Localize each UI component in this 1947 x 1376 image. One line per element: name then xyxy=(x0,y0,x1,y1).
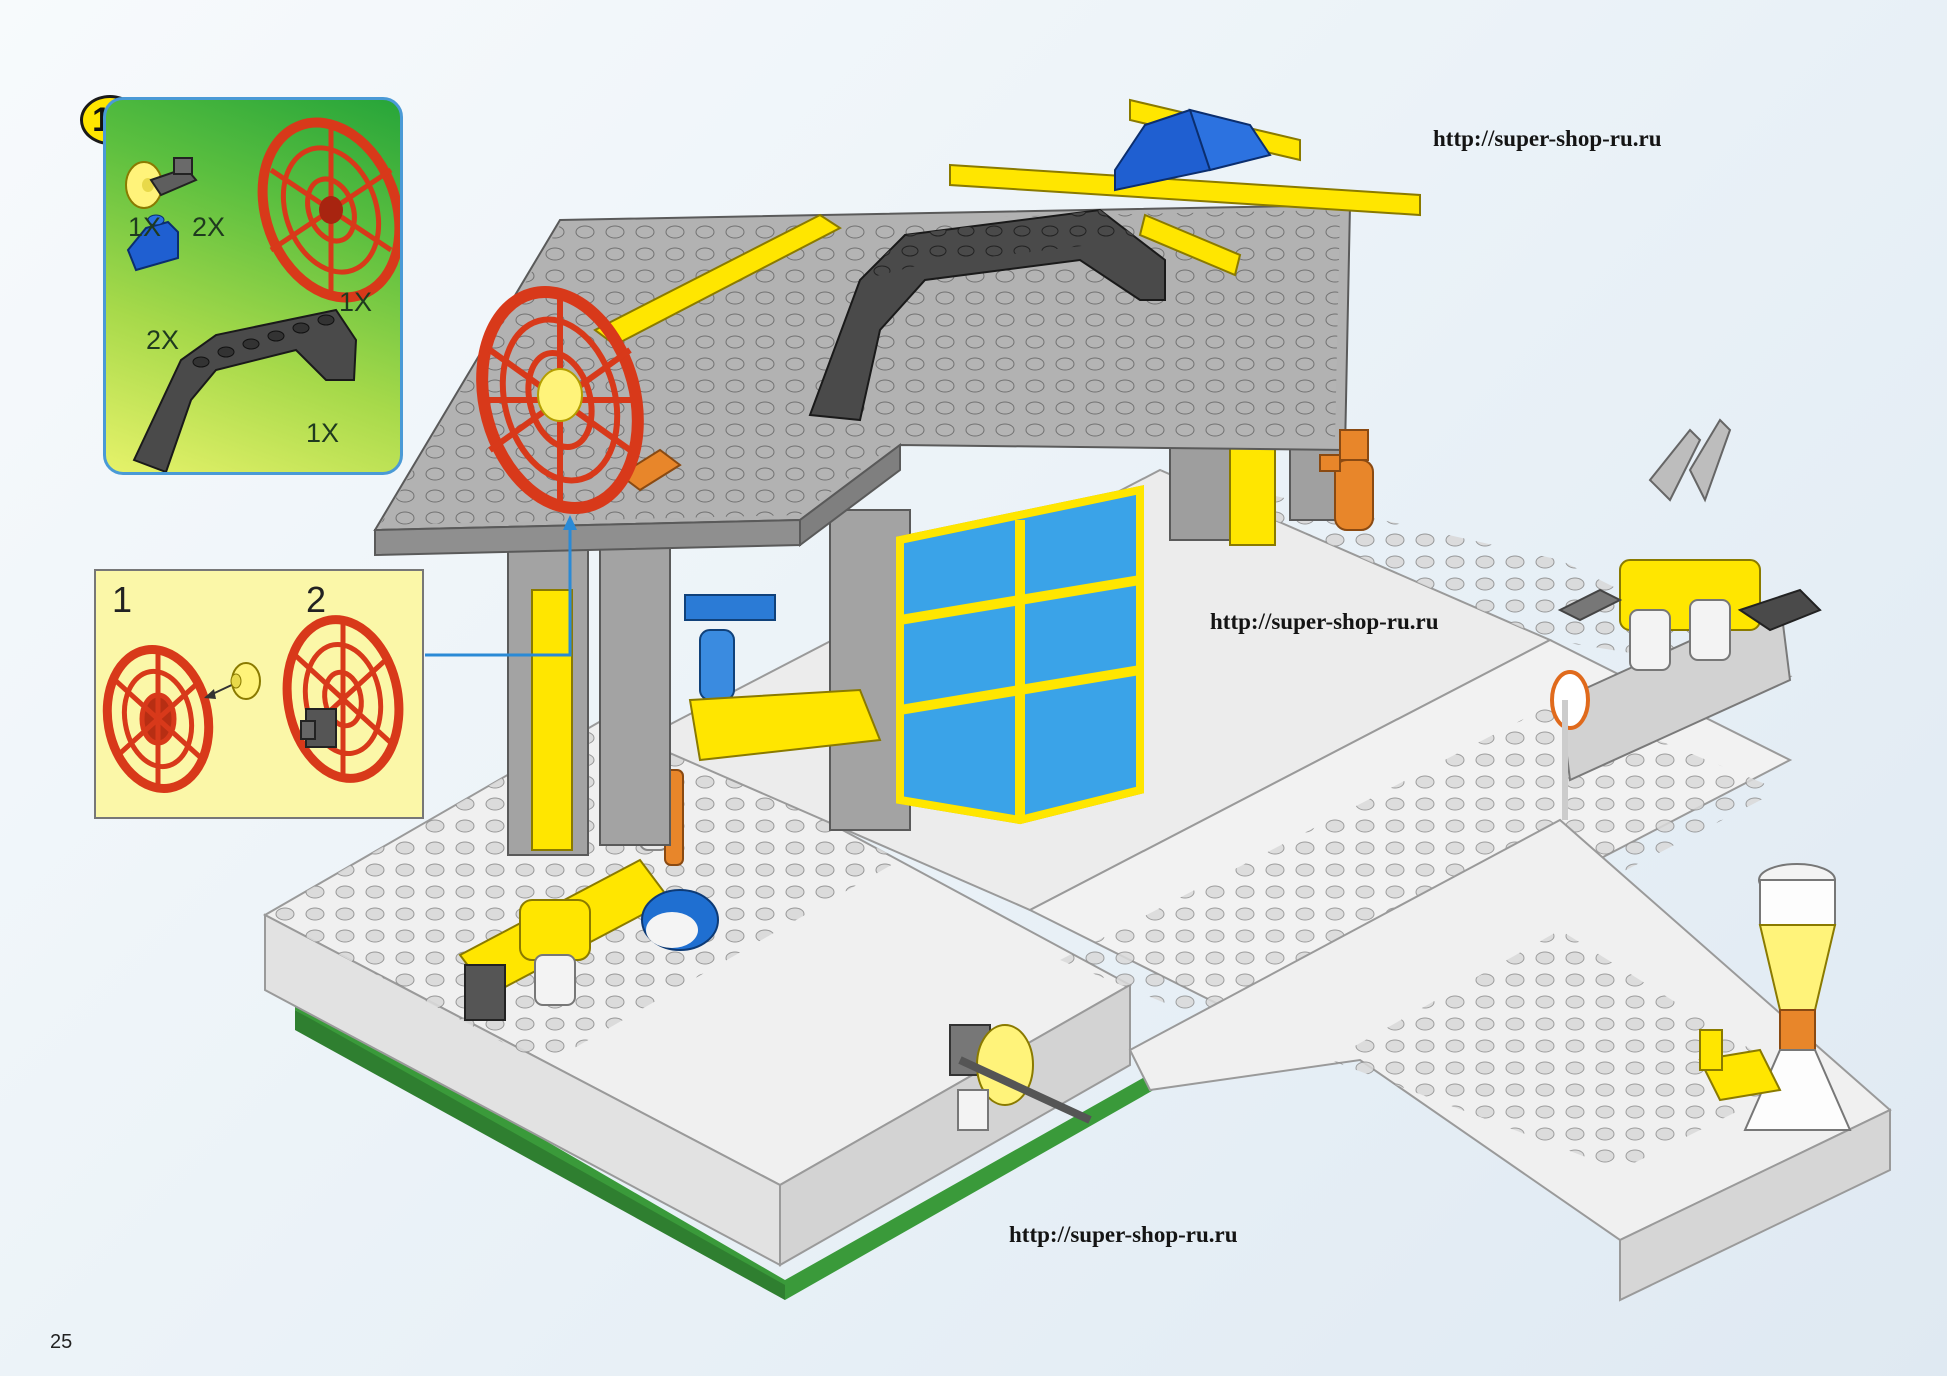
orange-hydrant xyxy=(1319,429,1374,531)
red-wheel-assembly xyxy=(476,285,644,515)
watermark-middle: http://super-shop-ru.ru xyxy=(1210,609,1439,634)
grey-clip-part xyxy=(149,157,198,197)
tool-rack xyxy=(1550,418,1822,820)
black-arch-part xyxy=(132,308,358,472)
parts-list-panel: 1X 2X 1X 2X 1X xyxy=(103,97,403,475)
qty-black-arch: 1X xyxy=(306,418,340,448)
signal-tower xyxy=(1698,863,1852,1131)
qty-blue-slope: 2X xyxy=(146,325,180,355)
qty-grey-clip: 2X xyxy=(192,212,226,242)
landing-arm xyxy=(1128,818,1892,1302)
watermark-top-right: http://super-shop-ru.ru xyxy=(1433,126,1662,151)
page-number: 25 xyxy=(50,1331,73,1353)
callout-step-2-label: 2 xyxy=(306,579,327,620)
hose-reel xyxy=(949,1024,1092,1131)
sub-assembly-callout: 1 2 xyxy=(94,569,424,819)
callout-step-1-label: 1 xyxy=(112,579,133,620)
blue-slope-part xyxy=(126,214,179,272)
wheel-step-1 xyxy=(102,645,214,793)
red-wheel-part xyxy=(257,117,400,303)
green-baseplate xyxy=(295,820,1610,1300)
qty-red-wheel: 1X xyxy=(339,287,373,317)
qty-yellow-disc: 1X xyxy=(128,212,162,242)
callout-arrowhead xyxy=(563,515,577,530)
wheel-step-2 xyxy=(282,615,404,783)
callout-connector xyxy=(425,528,572,657)
watermark-bottom: http://super-shop-ru.ru xyxy=(1009,1222,1238,1247)
yellow-disc-small xyxy=(230,662,261,700)
